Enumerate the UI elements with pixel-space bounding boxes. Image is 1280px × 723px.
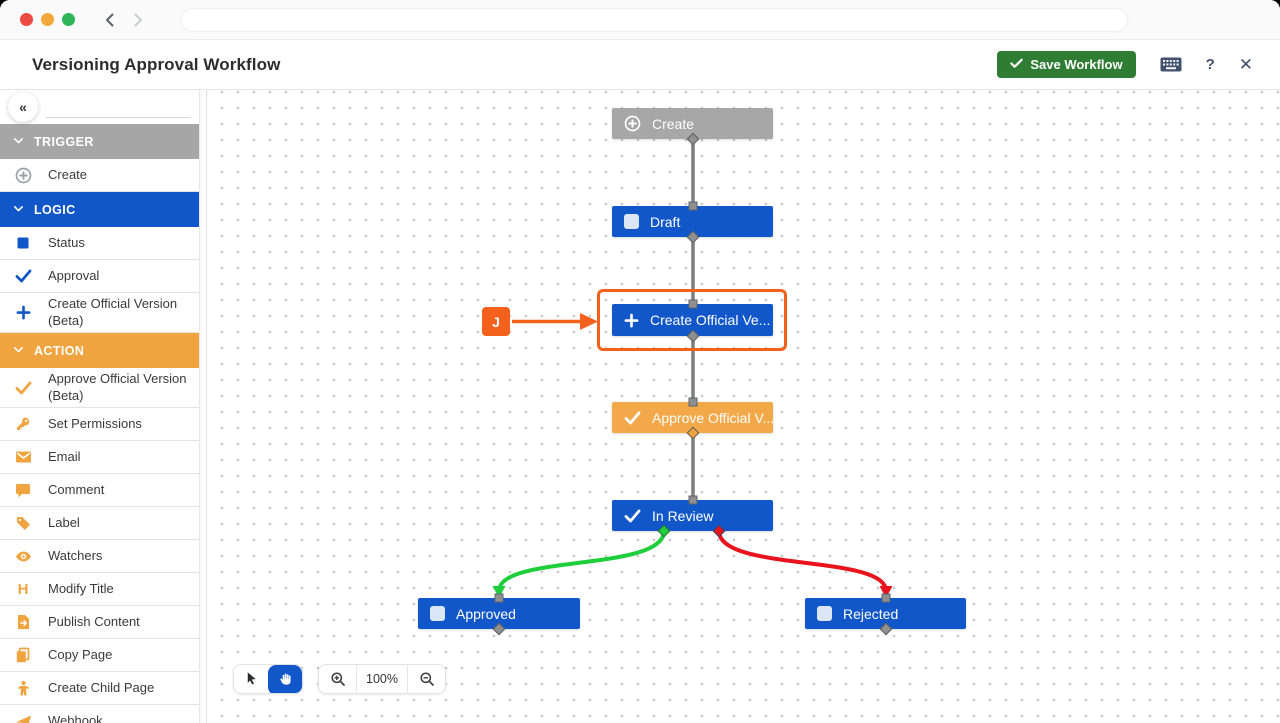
workflow-edges: [492, 139, 893, 598]
palette-item-approve-official-version-beta[interactable]: Approve Official Version (Beta): [0, 368, 199, 408]
annotation-badge: J: [482, 307, 510, 336]
connector-square[interactable]: [881, 593, 891, 603]
chevron-down-icon: [12, 202, 25, 218]
workflow-node-in-review[interactable]: In Review: [612, 500, 773, 531]
palette-item-set-permissions[interactable]: Set Permissions: [0, 408, 199, 441]
connector-square[interactable]: [688, 397, 698, 407]
palette-item-label[interactable]: Label: [0, 507, 199, 540]
mode-toolbar: [233, 664, 303, 694]
palette-item-publish-content[interactable]: Publish Content: [0, 606, 199, 639]
zoom-in-button[interactable]: [319, 665, 356, 693]
check-icon: [624, 411, 641, 425]
plus-circle-icon: [14, 166, 32, 184]
zoom-out-button[interactable]: [408, 665, 445, 693]
select-tool-button[interactable]: [234, 665, 268, 693]
browser-nav: [101, 11, 147, 29]
connector-square[interactable]: [688, 299, 698, 309]
palette-section-trigger[interactable]: TRIGGER: [0, 124, 199, 159]
edge-inreview-approved: [492, 530, 666, 598]
back-icon[interactable]: [101, 11, 119, 29]
plus-icon: [624, 313, 639, 328]
zoom-out-icon: [419, 671, 435, 690]
zoom-in-icon: [330, 671, 346, 690]
plus-circle-icon: [624, 115, 641, 132]
palette-search-underline[interactable]: [46, 117, 191, 118]
palette-item-copy-page[interactable]: Copy Page: [0, 639, 199, 672]
fullscreen-window-icon[interactable]: [62, 13, 75, 26]
browser-chrome: [0, 0, 1280, 40]
palette-section-action[interactable]: ACTION: [0, 333, 199, 368]
webhook-icon: [14, 712, 32, 723]
save-workflow-button[interactable]: Save Workflow: [997, 51, 1136, 78]
palette-item-email[interactable]: Email: [0, 441, 199, 474]
app-header: Versioning Approval Workflow Save Workfl…: [0, 40, 1280, 90]
check-icon: [14, 267, 32, 285]
annotation-arrow: [512, 313, 598, 330]
workflow-node-approve-official[interactable]: Approve Official V...: [612, 402, 774, 433]
close-icon[interactable]: ✕: [1238, 55, 1253, 74]
palette-section-label: TRIGGER: [34, 134, 94, 149]
zoom-toolbar: 100%: [318, 664, 446, 694]
palette-item-webhook[interactable]: Webhook: [0, 705, 199, 723]
minimize-window-icon[interactable]: [41, 13, 54, 26]
connector-square[interactable]: [688, 201, 698, 211]
pan-tool-button[interactable]: [268, 665, 302, 693]
status-square-icon: [817, 606, 832, 621]
publish-icon: [14, 613, 32, 631]
palette-item-watchers[interactable]: Watchers: [0, 540, 199, 573]
palette-item-status[interactable]: Status: [0, 227, 199, 260]
title-icon: H: [17, 580, 29, 598]
palette-item-comment[interactable]: Comment: [0, 474, 199, 507]
save-workflow-label: Save Workflow: [1030, 57, 1123, 72]
plus-icon: [14, 304, 32, 322]
selection-highlight: [597, 289, 787, 351]
square-icon: [14, 234, 32, 252]
copy-icon: [14, 646, 32, 664]
keyboard-shortcuts-icon[interactable]: [1160, 57, 1182, 72]
hand-icon: [278, 671, 293, 689]
page-title: Versioning Approval Workflow: [32, 54, 281, 74]
palette-item-create[interactable]: Create: [0, 159, 199, 192]
close-window-icon[interactable]: [20, 13, 33, 26]
palette-section-logic[interactable]: LOGIC: [0, 192, 199, 227]
forward-icon: [129, 11, 147, 29]
help-icon[interactable]: ?: [1205, 56, 1215, 73]
workflow-node-create[interactable]: Create: [612, 108, 773, 139]
workflow-node-create-official[interactable]: Create Official Ve...: [612, 304, 773, 336]
palette-section-label: LOGIC: [34, 202, 76, 217]
palette-item-approval[interactable]: Approval: [0, 260, 199, 293]
check-icon: [14, 379, 32, 397]
palette-section-label: ACTION: [34, 343, 85, 358]
url-bar[interactable]: [181, 7, 1128, 32]
palette-item-create-child-page[interactable]: Create Child Page: [0, 672, 199, 705]
edge-inreview-rejected: [717, 530, 893, 598]
chevron-down-icon: [12, 134, 25, 150]
status-square-icon: [624, 214, 639, 229]
eye-icon: [14, 547, 32, 565]
key-icon: [14, 415, 32, 433]
cursor-icon: [244, 671, 259, 689]
sidebar-gutter: [200, 90, 207, 723]
check-icon: [1010, 57, 1024, 72]
palette-item-create-official-version-beta[interactable]: Create Official Version (Beta): [0, 293, 199, 333]
connector-square[interactable]: [688, 495, 698, 505]
connector-square[interactable]: [494, 593, 504, 603]
zoom-level: 100%: [356, 665, 408, 693]
status-square-icon: [430, 606, 445, 621]
comment-icon: [14, 481, 32, 499]
tag-icon: [14, 514, 32, 532]
check-icon: [624, 509, 641, 523]
chevron-down-icon: [12, 343, 25, 359]
collapse-sidebar-button[interactable]: «: [8, 92, 38, 122]
traffic-lights: [20, 13, 75, 26]
child-page-icon: [14, 679, 32, 697]
mail-icon: [14, 448, 32, 466]
